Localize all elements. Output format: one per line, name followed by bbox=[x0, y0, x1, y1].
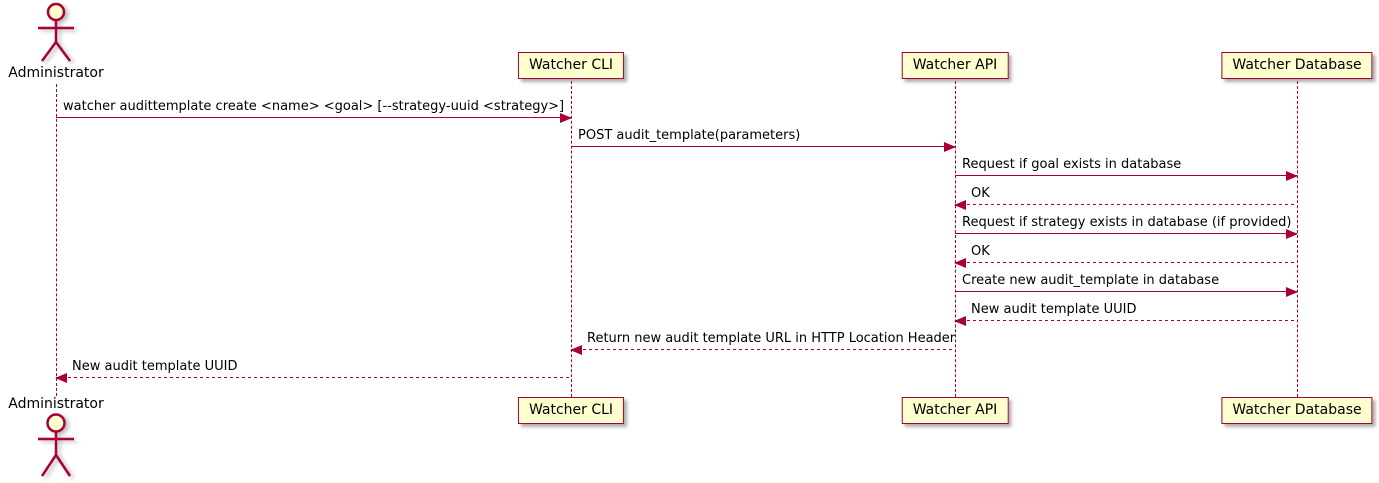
message-7-api-to-db: Create new audit_template in database bbox=[955, 271, 1298, 297]
participant-box-watcher-cli-bottom: Watcher CLI bbox=[517, 397, 625, 424]
message-3-api-to-db: Request if goal exists in database bbox=[955, 155, 1298, 181]
message-2-label: POST audit_template(parameters) bbox=[578, 128, 801, 143]
arrowhead-left-icon bbox=[954, 258, 966, 268]
arrowhead-left-icon bbox=[570, 345, 582, 355]
arrowhead-right-icon bbox=[560, 113, 572, 123]
message-5-line bbox=[955, 233, 1297, 234]
actor-label-administrator-bottom: Administrator bbox=[8, 396, 104, 412]
arrowhead-right-icon bbox=[1286, 287, 1298, 297]
message-5-label: Request if strategy exists in database (… bbox=[962, 215, 1292, 230]
lifeline-watcher-database bbox=[1297, 81, 1298, 397]
message-7-line bbox=[955, 291, 1297, 292]
message-8-db-to-api: New audit template UUID bbox=[954, 300, 1297, 326]
arrowhead-right-icon bbox=[944, 142, 956, 152]
participant-box-watcher-cli-top: Watcher CLI bbox=[517, 52, 625, 79]
actor-label-administrator-top: Administrator bbox=[8, 65, 104, 81]
message-3-line bbox=[955, 175, 1297, 176]
message-4-label: OK bbox=[971, 186, 990, 201]
message-3-label: Request if goal exists in database bbox=[962, 157, 1182, 172]
message-7-label: Create new audit_template in database bbox=[962, 273, 1220, 288]
message-10-label: New audit template UUID bbox=[72, 359, 238, 374]
message-4-line bbox=[955, 204, 1297, 205]
message-1-admin-to-cli: watcher audittemplate create <name> <goa… bbox=[56, 97, 572, 123]
lifeline-administrator bbox=[56, 84, 57, 396]
message-5-api-to-db: Request if strategy exists in database (… bbox=[955, 213, 1298, 239]
arrowhead-left-icon bbox=[954, 316, 966, 326]
message-6-db-to-api: OK bbox=[954, 242, 1297, 268]
message-10-line bbox=[56, 377, 571, 378]
arrowhead-left-icon bbox=[55, 373, 67, 383]
message-9-label: Return new audit template URL in HTTP Lo… bbox=[587, 331, 956, 346]
lifeline-watcher-cli bbox=[571, 81, 572, 397]
participant-box-watcher-database-top: Watcher Database bbox=[1221, 52, 1373, 79]
arrowhead-right-icon bbox=[1286, 171, 1298, 181]
message-10-cli-to-admin: New audit template UUID bbox=[55, 357, 571, 383]
participant-box-watcher-api-bottom: Watcher API bbox=[901, 397, 1009, 424]
arrowhead-right-icon bbox=[1286, 229, 1298, 239]
message-9-api-to-cli: Return new audit template URL in HTTP Lo… bbox=[570, 329, 956, 355]
message-8-line bbox=[955, 320, 1297, 321]
message-1-line bbox=[56, 117, 571, 118]
actor-figure-icon bbox=[38, 2, 74, 62]
message-4-db-to-api: OK bbox=[954, 184, 1297, 210]
message-6-label: OK bbox=[971, 244, 990, 259]
participant-box-watcher-database-bottom: Watcher Database bbox=[1221, 397, 1373, 424]
message-6-line bbox=[955, 262, 1297, 263]
actor-figure-icon bbox=[38, 413, 74, 477]
lifeline-watcher-api bbox=[955, 81, 956, 397]
participant-box-watcher-api-top: Watcher API bbox=[901, 52, 1009, 79]
message-1-label: watcher audittemplate create <name> <goa… bbox=[63, 99, 565, 114]
message-8-label: New audit template UUID bbox=[971, 302, 1137, 317]
message-2-cli-to-api: POST audit_template(parameters) bbox=[571, 126, 956, 152]
message-9-line bbox=[571, 349, 955, 350]
message-2-line bbox=[571, 146, 955, 147]
arrowhead-left-icon bbox=[954, 200, 966, 210]
